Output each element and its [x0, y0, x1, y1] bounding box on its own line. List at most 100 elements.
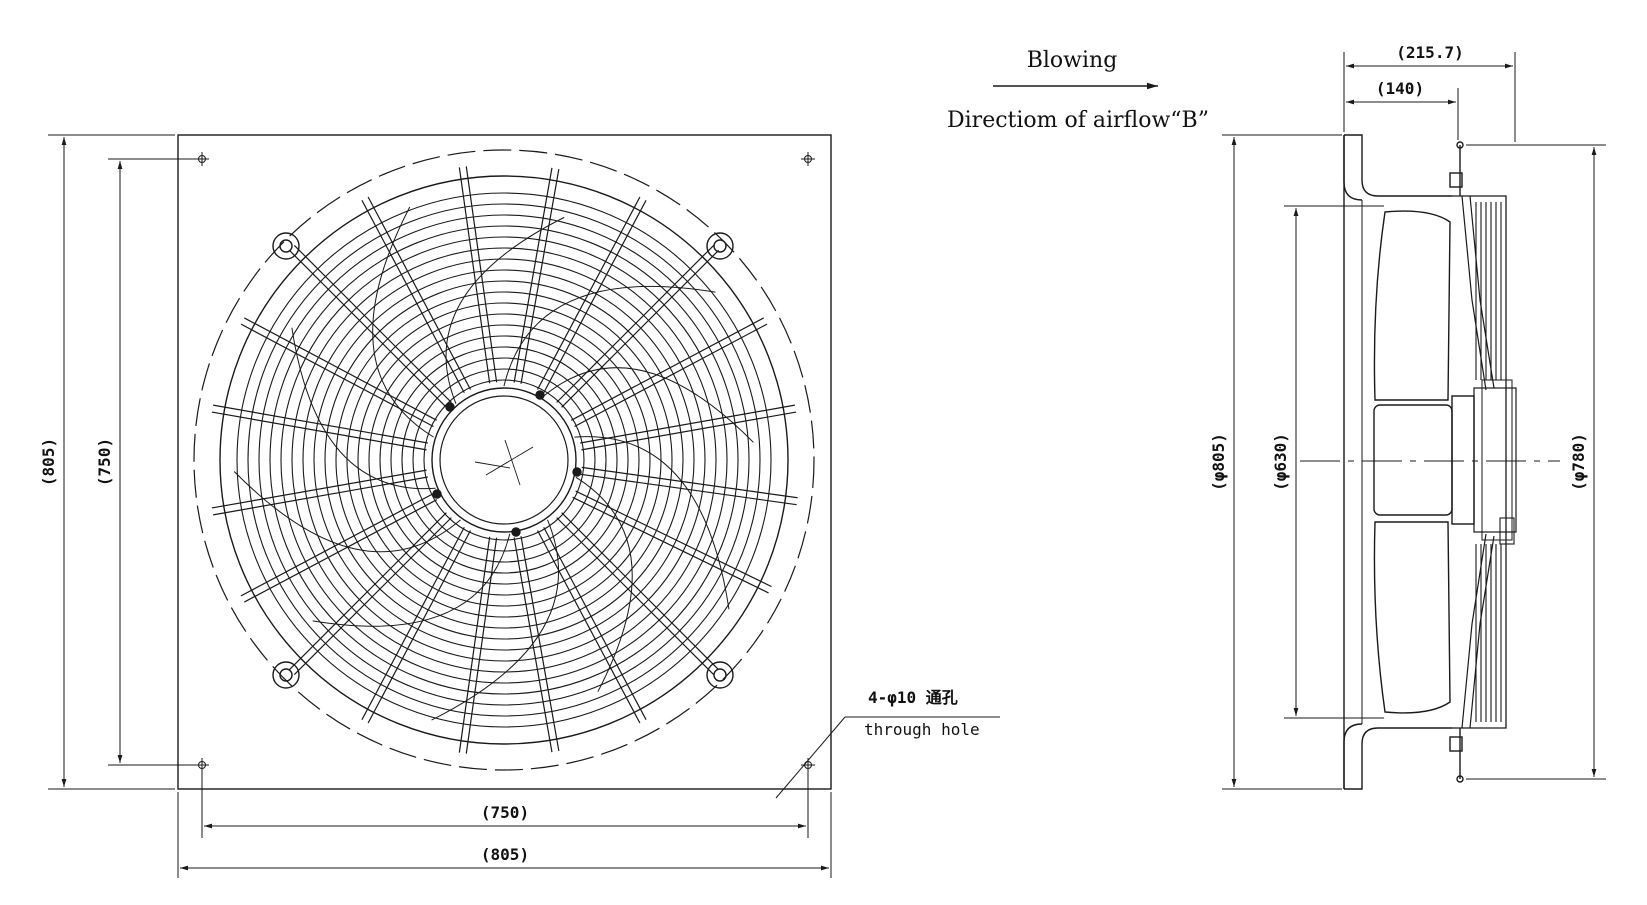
hub-bolt [535, 390, 545, 400]
guard-ring [335, 291, 673, 629]
label-width-holes: (750) [481, 803, 529, 822]
blade-edge [574, 436, 730, 610]
guard-spoke [240, 323, 434, 428]
side-plate-bottom [1344, 727, 1452, 790]
motor-body [1373, 404, 1453, 516]
guard-ring [247, 203, 761, 717]
guard-spoke [574, 323, 768, 428]
guard-spoke [575, 490, 772, 588]
label-height-outer: (805) [39, 438, 58, 486]
hole-note-line2: through hole [864, 720, 980, 739]
blade-silhouette [1373, 210, 1451, 401]
guard-strut-top [1461, 195, 1487, 391]
airflow-caption: Directiom of airflow“B” [947, 108, 1209, 133]
guard-foot-bottom-left [272, 661, 300, 689]
mounting-plate [177, 134, 832, 790]
guard-spoke [572, 496, 769, 594]
guard-spoke [581, 466, 798, 499]
guard-ring [346, 302, 662, 618]
blade-edge [233, 471, 461, 553]
guard-spoke [465, 166, 498, 383]
front-view [177, 134, 832, 790]
guard-spoke [581, 411, 797, 451]
guard-spoke [367, 530, 472, 724]
hub-bolt [572, 467, 582, 477]
mounting-hole-top-right [801, 152, 815, 166]
guard-spoke [580, 404, 795, 444]
label-height-holes: (750) [95, 438, 114, 486]
guard-spoke [543, 526, 647, 720]
guard-spoke [556, 244, 715, 403]
hub-bolt [432, 489, 442, 499]
guard-ring [379, 335, 629, 585]
hub-outer [431, 387, 577, 533]
guard-spokes [211, 166, 798, 754]
guard-spoke [520, 536, 560, 751]
guard-spoke [213, 476, 428, 516]
guard-ring [357, 313, 651, 607]
side-view-dimensions [1222, 52, 1606, 790]
guard-ring [291, 247, 717, 673]
guard-ring [368, 324, 640, 596]
label-width-outer: (805) [481, 845, 529, 864]
hole-note-leader [775, 716, 846, 799]
side-view [1300, 134, 1560, 790]
guard-spoke [536, 196, 641, 390]
front-view-dimensions [48, 134, 1000, 878]
hub-center-lines [474, 439, 534, 486]
terminal-box [1499, 517, 1515, 545]
guard-spoke [520, 169, 560, 384]
mounting-hole-bottom-left [195, 758, 209, 772]
blade-edge [445, 216, 565, 404]
hub-bolt [445, 402, 455, 412]
blade-edge [291, 327, 436, 490]
guard-spoke [513, 537, 553, 753]
guard-side-profile [1475, 202, 1502, 722]
guard-ring [302, 258, 706, 662]
guard-spoke [536, 530, 641, 724]
guard-ring [313, 269, 695, 651]
blade-edge [372, 206, 434, 438]
bolt-bottom [1449, 736, 1463, 752]
guard-spoke [293, 517, 452, 676]
guard-spoke [561, 249, 720, 408]
guard-ring [280, 236, 728, 684]
blade-edge [312, 533, 511, 627]
blade-edge [575, 476, 633, 692]
guard-spoke [361, 200, 465, 394]
guard-foot-top-right [706, 232, 734, 260]
guard-spoke [513, 167, 553, 383]
guard-spoke [211, 411, 427, 451]
motor-mount [1473, 387, 1517, 533]
bolt-top [1449, 172, 1463, 188]
guard-spoke [288, 512, 447, 671]
guard-foot-top-left [272, 232, 300, 260]
guard-ring-outer [219, 175, 789, 745]
motor-flange [1451, 395, 1475, 525]
guard-foot-bottom-right [706, 661, 734, 689]
guard-spoke [543, 200, 647, 394]
guard-strut-bottom [1461, 533, 1487, 729]
guard-ring [236, 192, 772, 728]
label-dia-blade: (φ630) [1271, 433, 1290, 491]
hole-note-line1: 4-φ10 通孔 [868, 688, 958, 707]
blade-edge [503, 285, 716, 387]
guard-spoke [580, 473, 797, 506]
guard-spoke [367, 196, 472, 390]
airflow-heading: Blowing [1027, 48, 1118, 73]
guard-ring [324, 280, 684, 640]
hub-inner [439, 395, 569, 525]
guard-spoke [213, 404, 428, 444]
label-dia-guard: (φ780) [1569, 433, 1588, 491]
guard-spoke [361, 526, 465, 720]
blade-edge [431, 519, 560, 721]
mounting-hole-top-left [195, 152, 209, 166]
guard-spoke [561, 512, 720, 671]
guard-spoke [458, 536, 491, 753]
blade-curves [233, 206, 754, 721]
guard-ring [390, 346, 618, 574]
label-depth-flange: (140) [1376, 79, 1424, 98]
label-depth-total: (215.7) [1396, 43, 1463, 62]
side-plate-top [1344, 134, 1452, 197]
